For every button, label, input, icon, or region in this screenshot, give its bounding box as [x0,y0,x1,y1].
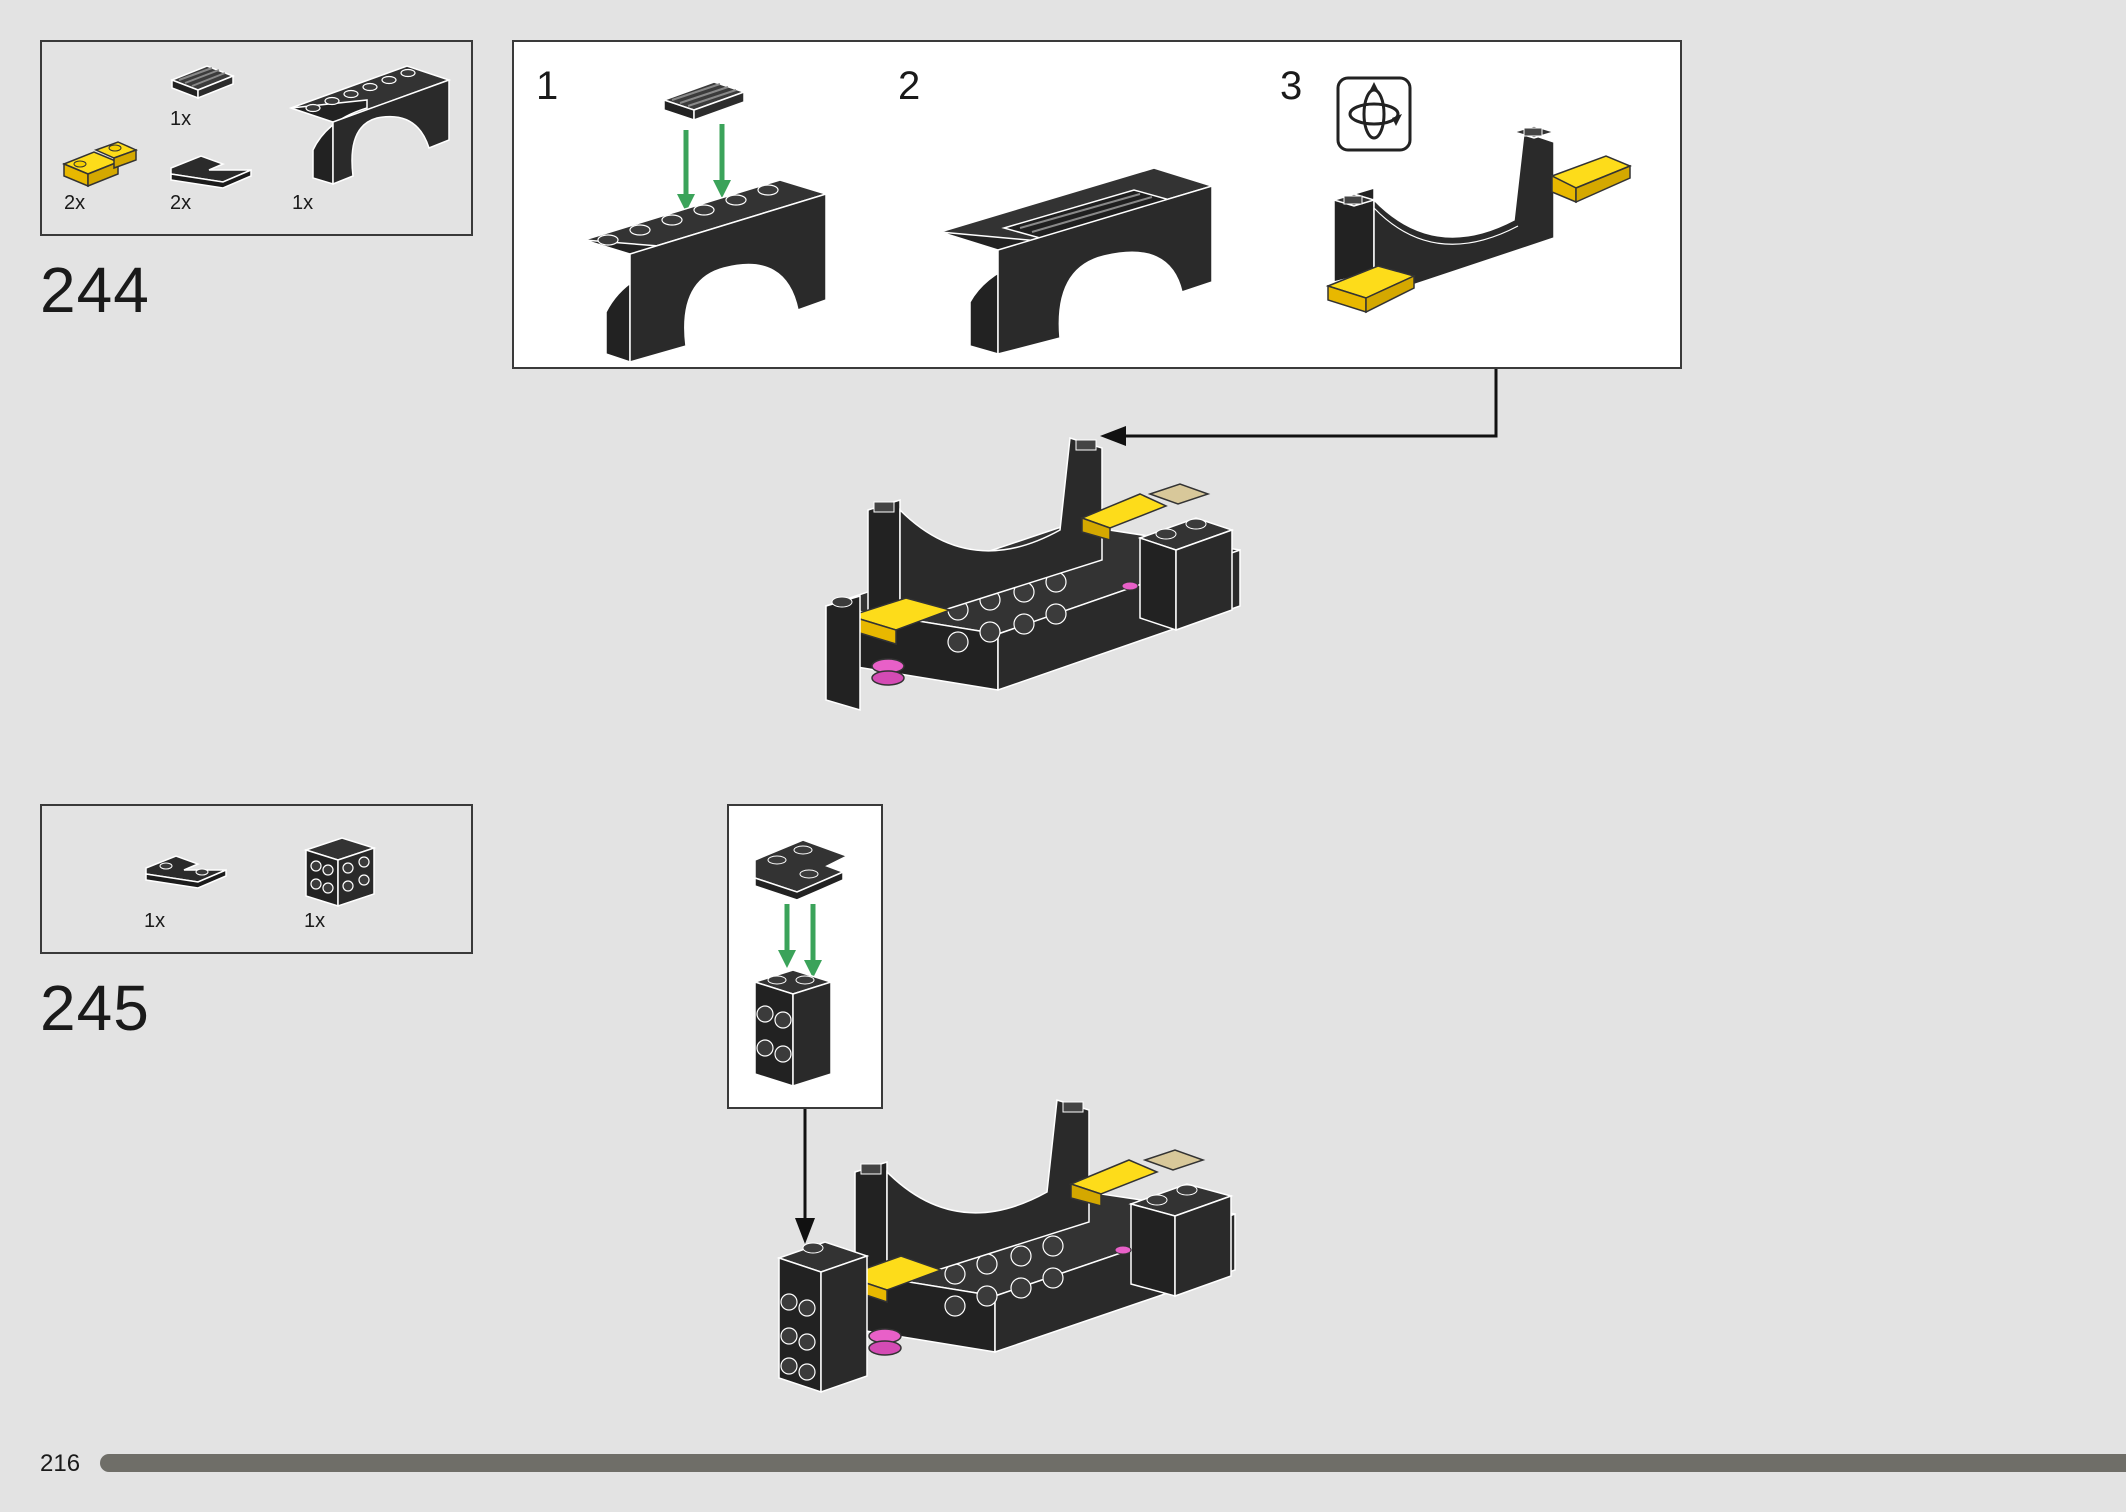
corner-plate-icon [170,155,252,189]
step-number: 245 [40,972,150,1044]
yellow-inverted-slope-icon [62,141,139,188]
parts-list-245: 1x 1x [40,804,473,954]
arch-brick-icon [288,65,452,186]
part-qty: 1x [170,108,192,130]
parts-list-244: 1x 2x 2x 1x [40,40,473,236]
progress-bar [100,1454,2126,1472]
subassembly-245-illustration [752,839,849,1088]
part-qty: 1x [144,910,166,932]
corner-plate-icon [145,855,227,889]
model-illustration-245 [776,1099,1236,1394]
grille-tile-icon [169,65,236,100]
side-stud-brick-icon [303,837,377,908]
substep-number: 1 [536,64,559,108]
substep-number: 3 [1280,64,1303,108]
part-qty: 1x [304,910,326,932]
subassembly-callout-244: 1 2 3 [512,40,1682,369]
substep-2-illustration [937,167,1215,355]
model-illustration-244 [825,437,1241,712]
substep-number: 2 [898,64,921,108]
substep-1-illustration [581,81,829,364]
part-qty: 2x [64,192,86,214]
page-number: 216 [40,1450,81,1477]
step-number: 244 [40,254,150,326]
part-qty: 2x [170,192,192,214]
rotate-model-icon [1336,76,1412,152]
substep-3-illustration [1325,125,1632,314]
part-qty: 1x [292,192,314,214]
subassembly-callout-245 [727,804,883,1109]
